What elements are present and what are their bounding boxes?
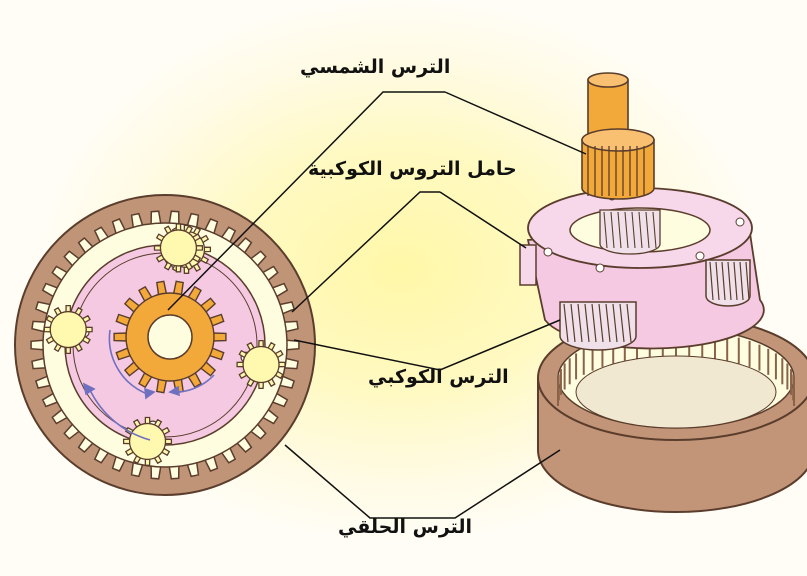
exploded-view-gearset xyxy=(520,73,807,512)
sun-gear-exploded xyxy=(582,73,654,199)
front-view-gearset xyxy=(15,195,315,495)
planet-carrier-exploded xyxy=(520,188,764,350)
planet-gear-label: الترس الكوكبي xyxy=(368,366,509,388)
sun-gear-label: الترس الشمسي xyxy=(300,56,450,78)
planet-carrier-label: حامل التروس الكوكبية xyxy=(308,158,517,180)
ring-gear-label: الترس الحلقي xyxy=(338,516,472,538)
